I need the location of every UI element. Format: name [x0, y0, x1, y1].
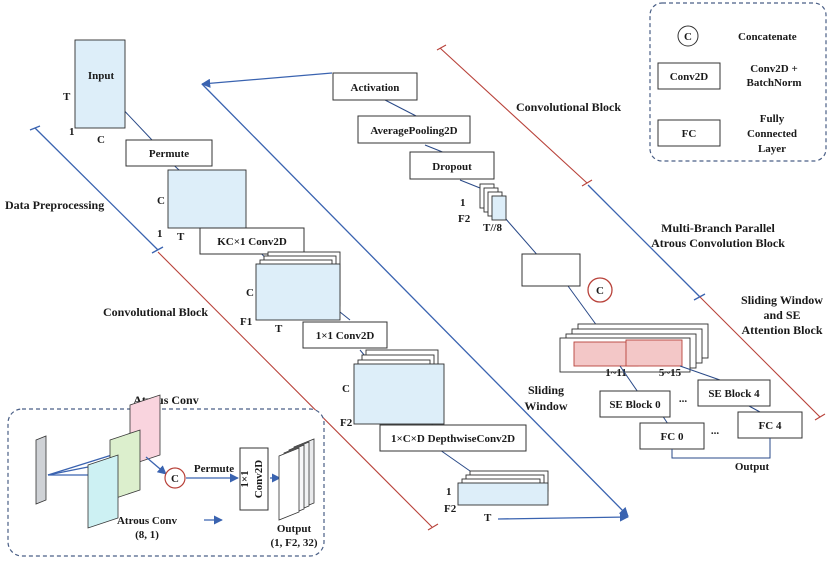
sliding-label-2: Window — [524, 399, 567, 413]
fc-4-label: FC 4 — [759, 420, 782, 432]
depthwise-box — [379, 424, 527, 452]
legend-concat-c: C — [684, 31, 692, 43]
f1-dim-t: T — [275, 323, 283, 335]
se-block-0-label: SE Block 0 — [609, 399, 661, 411]
small-dim-1: 1 — [460, 197, 466, 209]
fc-0-label: FC 0 — [661, 431, 684, 443]
fc-0 — [639, 422, 705, 450]
f1-dim-c: C — [246, 287, 254, 299]
label-conv-block-right: Convolutional Block — [516, 100, 621, 114]
atrous-concat-c: C — [171, 473, 179, 485]
atrous-panel: Atrous Conv C Permute 1×1 Conv2D Atrous … — [7, 393, 325, 557]
concat-c: C — [596, 285, 604, 297]
atrous-conv-label-2: Conv2D — [253, 460, 265, 499]
legend-conv-box — [657, 62, 721, 90]
atrous-output-shape: (1, F2, 32) — [270, 537, 317, 549]
legend-concat-label: Concatenate — [738, 31, 797, 43]
input-dim-c: C — [97, 134, 105, 146]
atrous-conv-label-1: 1×1 — [239, 470, 251, 487]
stage2-flow: Activation AveragePooling2D Dropout 1 F2… — [332, 72, 601, 331]
activation-box — [332, 72, 418, 101]
atrous-branch-cyan — [87, 454, 119, 529]
dw-dim-1: 1 — [446, 486, 452, 498]
legend-fc-box — [657, 119, 721, 147]
label-multi-branch-2: Atrous Convolution Block — [651, 236, 785, 250]
output-label: Output — [735, 461, 770, 473]
fc-4 — [737, 411, 803, 439]
atrous-conv-box — [239, 447, 269, 511]
one-conv-label: 1×1 Conv2D — [316, 330, 375, 342]
legend-conv-box-label: Conv2D — [670, 71, 709, 83]
f2-dim-c: C — [342, 383, 350, 395]
atrous-input-tensor — [35, 435, 47, 505]
concat-circle — [587, 277, 613, 303]
legend-fc-label-2: Connected — [747, 128, 797, 140]
small-dim-t8: T//8 — [483, 222, 502, 234]
stage-separators — [29, 44, 826, 531]
permuted-dim-c: C — [157, 195, 165, 207]
atrous-output-label: Output — [277, 523, 312, 535]
depthwise-label: 1×C×D DepthwiseConv2D — [391, 433, 515, 445]
dropout-box — [409, 151, 495, 180]
permuted-tensor — [167, 169, 247, 229]
small-tensor — [491, 195, 507, 221]
sw-range-1: 1~11 — [605, 367, 627, 379]
input-dim-1: 1 — [69, 126, 75, 138]
atrous-label: Atrous Conv — [117, 515, 178, 527]
f1-tensor — [255, 263, 341, 321]
label-sliding-se-3: Attention Block — [742, 323, 823, 337]
f1-dim-f1: F1 — [240, 316, 252, 328]
label-sliding-se-2: and SE — [763, 308, 800, 322]
sw-range-2: 5~15 — [659, 367, 682, 379]
input-tensor — [74, 39, 126, 129]
kc-conv-box — [199, 227, 305, 255]
se-dots: ... — [679, 393, 688, 405]
sliding-label-1: Sliding — [528, 383, 564, 397]
label-conv-block-left: Convolutional Block — [103, 305, 208, 319]
fc-dots: ... — [711, 425, 720, 437]
output-bracket — [671, 438, 771, 459]
legend-concat-symbol — [677, 25, 699, 47]
legend-fc-box-label: FC — [682, 128, 697, 140]
legend-conv-label-2: BatchNorm — [747, 77, 802, 89]
atrous-concat-circle — [164, 467, 186, 489]
se-block-4 — [697, 379, 771, 407]
stage3-flow: C 1~11 5~15 Sliding Window SE Block 0 ..… — [521, 253, 803, 473]
legend-panel: C Concatenate Conv2D Conv2D + BatchNorm … — [649, 2, 827, 162]
permuted-dim-t: T — [177, 231, 185, 243]
legend-fc-label-1: Fully — [760, 113, 785, 125]
legend-fc-label-3: Layer — [758, 143, 786, 155]
f2-dim-f2: F2 — [340, 417, 353, 429]
permute-box — [125, 139, 213, 167]
input-dim-t: T — [63, 91, 71, 103]
dw-dim-t: T — [484, 512, 492, 524]
f2-tensor — [353, 363, 445, 425]
avgpool-box — [357, 115, 471, 144]
permuted-dim-1: 1 — [157, 228, 163, 240]
dropout-label: Dropout — [432, 161, 472, 173]
avgpool-label: AveragePooling2D — [370, 125, 457, 137]
one-conv-box — [302, 321, 388, 349]
label-multi-branch-1: Multi-Branch Parallel — [661, 221, 775, 235]
activation-label: Activation — [351, 82, 400, 94]
se-block-0 — [599, 390, 671, 418]
atrous-out-front — [278, 447, 300, 521]
dw-dim-f2: F2 — [444, 503, 457, 515]
label-sliding-se-1: Sliding Window — [741, 293, 823, 307]
kc-conv-label: KC×1 Conv2D — [217, 236, 287, 248]
dw-tensor — [457, 482, 549, 506]
sw-window-2 — [625, 339, 683, 367]
stage1-flow: Input T 1 C Permute C 1 T KC×1 Conv2D C … — [63, 39, 549, 524]
atrous-param: (8, 1) — [135, 529, 159, 541]
input-label: Input — [88, 70, 115, 82]
se-block-4-label: SE Block 4 — [708, 388, 760, 400]
small-dim-f2: F2 — [458, 213, 471, 225]
label-data-preprocessing: Data Preprocessing — [5, 198, 104, 212]
legend-conv-label-1: Conv2D + — [750, 63, 798, 75]
atrous-permute-label: Permute — [194, 463, 234, 475]
multi-branch-box — [521, 253, 581, 287]
permute-label: Permute — [149, 148, 189, 160]
